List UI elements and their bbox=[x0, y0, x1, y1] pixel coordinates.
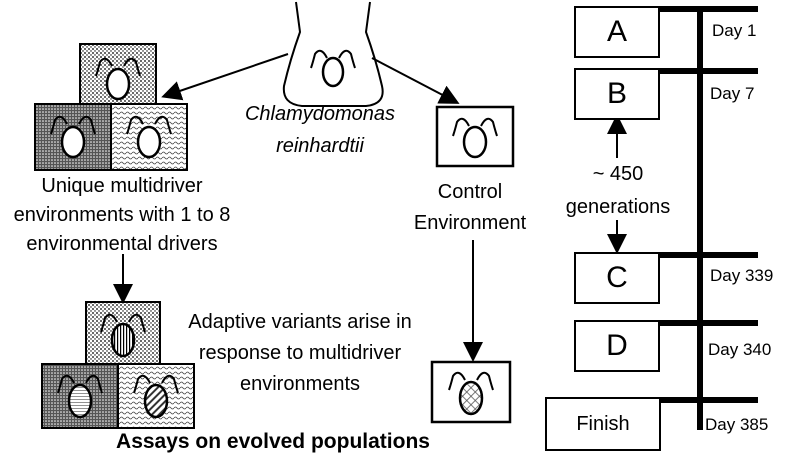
day-label-a: Day 1 bbox=[712, 21, 757, 40]
multidriver-environments bbox=[34, 43, 188, 171]
multidriver-label-line3: environmental drivers bbox=[26, 233, 218, 255]
adaptive-label-line1: Adaptive variants arise in bbox=[188, 311, 412, 333]
day-label-finish: Day 385 bbox=[705, 415, 769, 434]
stage-box-d: D bbox=[574, 320, 660, 372]
stage-box-a: A bbox=[574, 6, 660, 58]
stage-box-finish: Finish bbox=[545, 397, 661, 451]
arrow-flask-to-control bbox=[371, 57, 460, 104]
flow-arrows bbox=[113, 53, 627, 362]
stage-label-c: C bbox=[606, 261, 628, 294]
flask-icon bbox=[282, 1, 384, 107]
arrow-flask-to-multidriver bbox=[161, 53, 289, 101]
day-label-b: Day 7 bbox=[710, 84, 755, 103]
organism-name-line2: reinhardtii bbox=[276, 135, 364, 157]
stage-label-a: A bbox=[606, 15, 627, 48]
control-label-line1: Control bbox=[437, 181, 503, 203]
adaptive-label-line2: response to multidriver bbox=[198, 342, 402, 364]
organism-name-line1: Chlamydomonas bbox=[244, 103, 396, 125]
day-label-d: Day 340 bbox=[708, 340, 772, 359]
stage-label-finish: Finish bbox=[576, 412, 630, 435]
adaptive-label-line3: environments bbox=[239, 373, 361, 395]
generations-label: generations bbox=[565, 196, 671, 218]
stage-label-d: D bbox=[606, 329, 628, 362]
multidriver-label-line2: environments with 1 to 8 bbox=[13, 204, 231, 226]
control-label-line2: Environment bbox=[413, 212, 527, 234]
generations-count: ~ 450 bbox=[592, 163, 644, 185]
multidriver-label-line1: Unique multidriver bbox=[41, 175, 203, 197]
assays-title: Assays on evolved populations bbox=[116, 430, 430, 453]
timeline bbox=[660, 6, 758, 430]
stage-box-b: B bbox=[574, 68, 660, 120]
stage-label-b: B bbox=[606, 77, 627, 110]
control-environment-box bbox=[435, 105, 515, 168]
evolved-control-population bbox=[430, 360, 512, 424]
stage-box-c: C bbox=[574, 252, 660, 304]
day-label-c: Day 339 bbox=[710, 266, 774, 285]
